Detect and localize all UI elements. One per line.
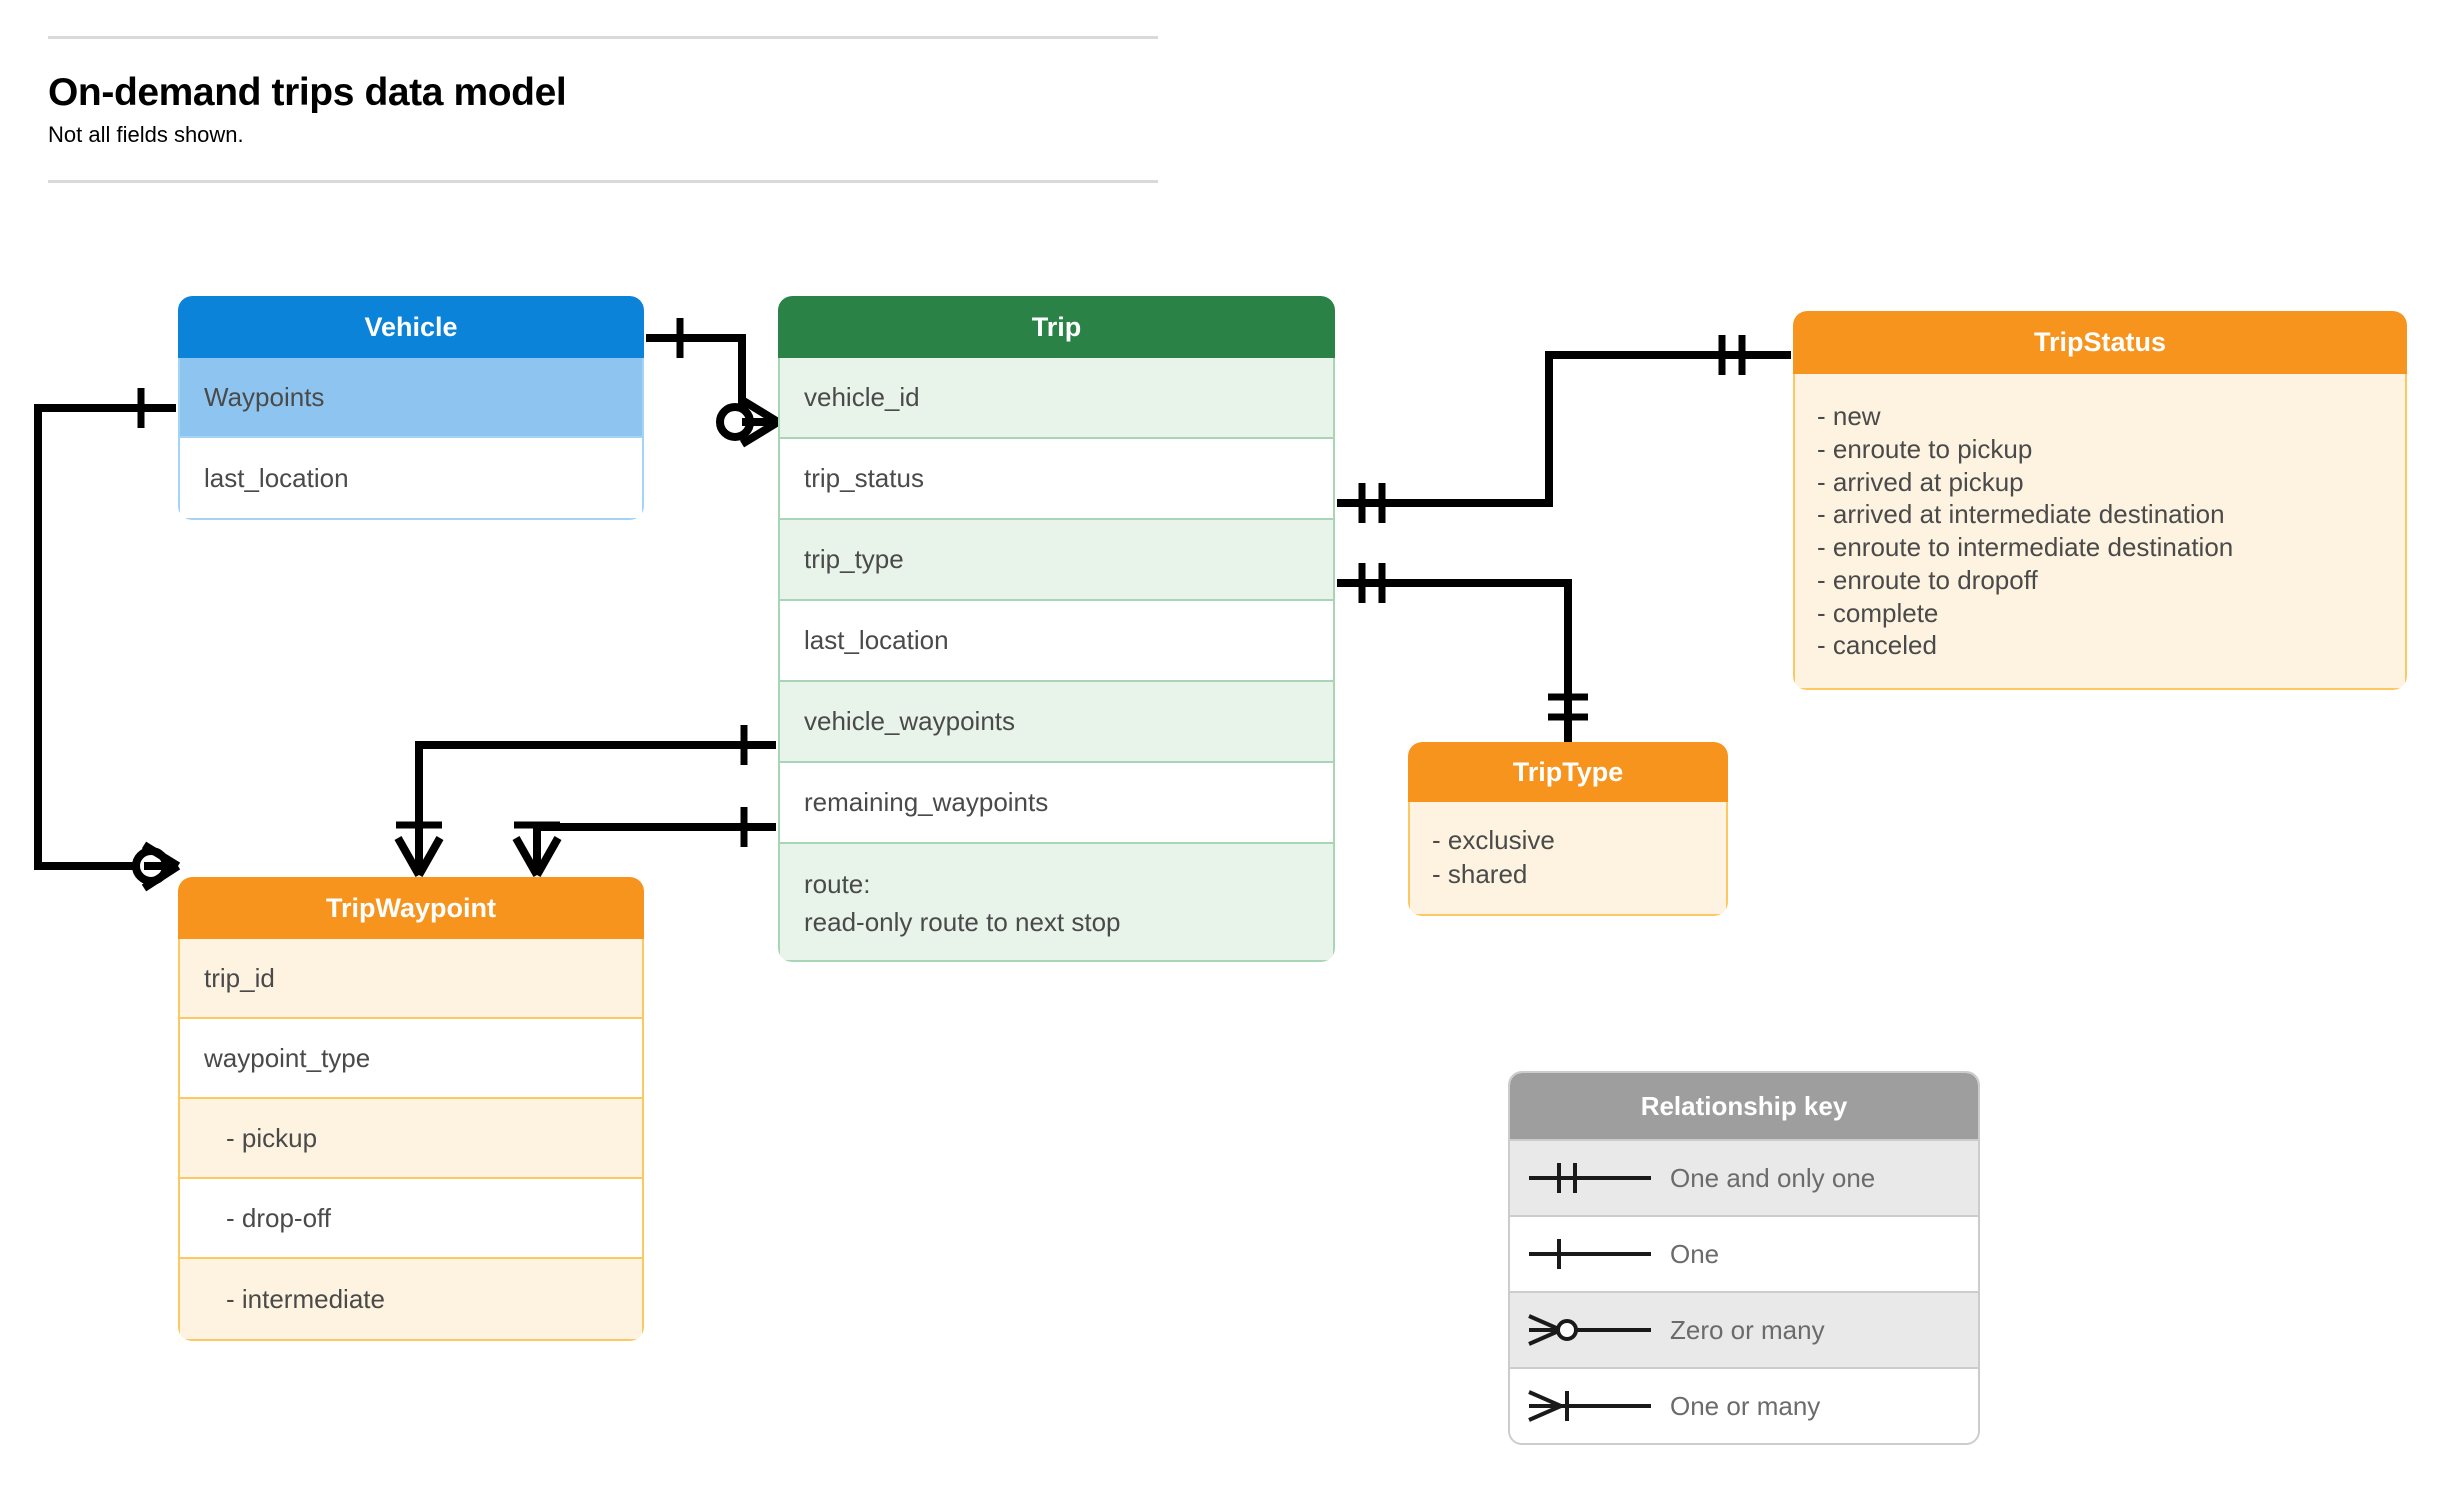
field-row[interactable]: last_location (180, 438, 642, 518)
entity-vehicle[interactable]: Vehicle Waypoints last_location (178, 296, 644, 520)
connector-remaining-waypoints-to-tripwaypoint (512, 807, 776, 877)
entity-triptype[interactable]: TripType - exclusive - shared (1408, 742, 1728, 916)
field-row[interactable]: waypoint_type (180, 1019, 642, 1099)
page-subtitle: Not all fields shown. (48, 121, 244, 147)
entity-tripwaypoint[interactable]: TripWaypoint trip_id waypoint_type - pic… (178, 877, 644, 1341)
field-row[interactable]: - drop-off (180, 1179, 642, 1259)
connector-vehicle-waypoints-field-to-tripwaypoint (394, 725, 776, 877)
one-and-only-one-icon (1510, 1156, 1670, 1200)
relationship-key-row: One or many (1510, 1367, 1978, 1443)
entity-triptype-values: - exclusive - shared (1408, 802, 1728, 916)
header-rule-bottom (48, 180, 1158, 184)
entity-trip-fields: vehicle_id trip_status trip_type last_lo… (778, 358, 1335, 962)
entity-tripstatus-values: - new - enroute to pickup - arrived at p… (1793, 374, 2407, 690)
relationship-key-label: One or many (1670, 1390, 1821, 1421)
field-row[interactable]: route: read-only route to next stop (780, 844, 1333, 960)
field-row[interactable]: - intermediate (180, 1259, 642, 1339)
relationship-key-label: One (1670, 1238, 1720, 1269)
entity-tripstatus[interactable]: TripStatus - new - enroute to pickup - a… (1793, 311, 2407, 690)
entity-triptype-title: TripType (1408, 742, 1728, 802)
field-row[interactable]: trip_type (780, 520, 1333, 601)
field-label: route: (804, 869, 871, 899)
entity-tripstatus-title: TripStatus (1793, 311, 2407, 374)
relationship-key-title: Relationship key (1510, 1073, 1978, 1139)
entity-trip-title: Trip (778, 296, 1335, 358)
connector-vehicle-to-trip (646, 318, 781, 448)
field-row[interactable]: trip_id (180, 939, 642, 1019)
header-rule-top (48, 36, 1158, 39)
zero-or-many-icon (1510, 1308, 1670, 1352)
connector-vehicle-waypoints-to-tripwaypoint (34, 388, 181, 892)
enum-value: - enroute to intermediate destination (1817, 532, 2234, 562)
entity-vehicle-title: Vehicle (178, 296, 644, 358)
entity-trip[interactable]: Trip vehicle_id trip_status trip_type la… (778, 296, 1335, 962)
enum-value: - shared (1432, 858, 1528, 889)
field-row[interactable]: last_location (780, 601, 1333, 682)
enum-value: - complete (1817, 597, 1939, 628)
relationship-key-row: One and only one (1510, 1139, 1978, 1215)
field-row[interactable]: remaining_waypoints (780, 763, 1333, 844)
page-header: On-demand trips data model Not all field… (48, 36, 1158, 184)
connector-trip-type-to-triptype (1337, 563, 1588, 742)
field-row[interactable]: vehicle_waypoints (780, 682, 1333, 763)
field-row[interactable]: vehicle_id (780, 358, 1333, 439)
entity-tripwaypoint-fields: trip_id waypoint_type - pickup - drop-of… (178, 939, 644, 1341)
relationship-key-panel: Relationship key One and only one One (1508, 1071, 1980, 1445)
one-icon (1510, 1232, 1670, 1276)
connector-trip-status-to-tripstatus (1337, 335, 1791, 523)
relationship-key-row: Zero or many (1510, 1291, 1978, 1367)
relationship-key-label: One and only one (1670, 1162, 1876, 1193)
enum-value: - canceled (1817, 630, 1937, 661)
entity-vehicle-fields: Waypoints last_location (178, 358, 644, 520)
relationship-key-row: One (1510, 1215, 1978, 1291)
field-row[interactable]: trip_status (780, 439, 1333, 520)
header-rule-bottom-wrap (48, 180, 1158, 184)
relationship-key-label: Zero or many (1670, 1314, 1825, 1345)
field-description: read-only route to next stop (804, 906, 1121, 937)
enum-value: - arrived at pickup (1817, 466, 2024, 497)
enum-value: - enroute to dropoff (1817, 564, 2038, 595)
enum-value: - exclusive (1432, 825, 1555, 855)
one-or-many-icon (1510, 1384, 1670, 1428)
enum-value: - arrived at intermediate destination (1817, 499, 2225, 530)
enum-value: - new (1817, 401, 1881, 431)
field-row[interactable]: Waypoints (180, 358, 642, 438)
field-row[interactable]: - pickup (180, 1099, 642, 1179)
page-title: On-demand trips data model (48, 71, 567, 114)
enum-value: - enroute to pickup (1817, 433, 2033, 464)
entity-tripwaypoint-title: TripWaypoint (178, 877, 644, 939)
